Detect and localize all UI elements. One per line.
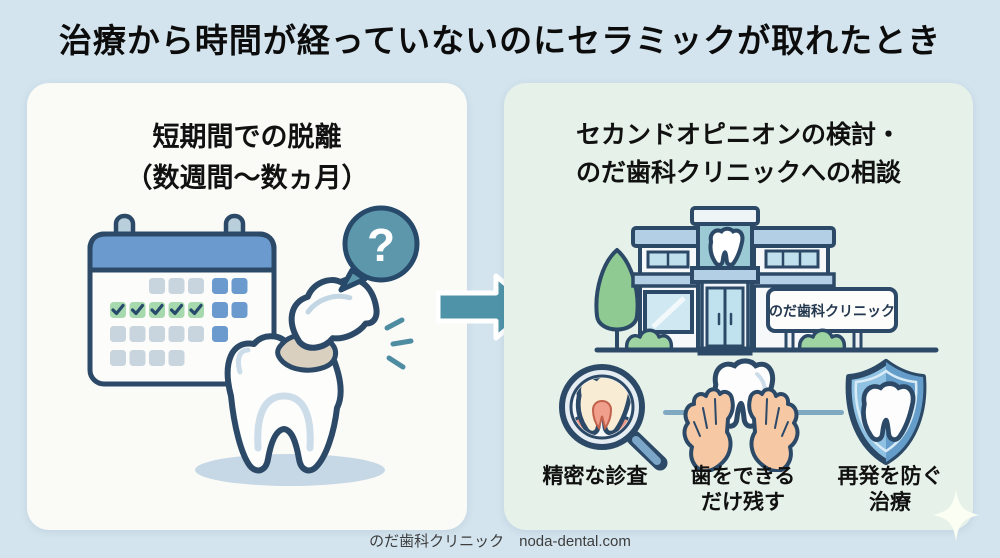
question-mark: ? <box>367 219 395 271</box>
left-hand <box>682 387 735 472</box>
check-marks <box>111 303 203 316</box>
shield-tooth-icon <box>845 359 927 465</box>
left-panel: 短期間での脱離 （数週間〜数ヵ月） <box>27 83 467 530</box>
connector-line <box>790 410 844 415</box>
calendar-icon <box>87 213 277 387</box>
right-heading-line2: のだ歯科クリニックへの相談 <box>575 158 901 187</box>
left-panel-heading: 短期間での脱離 （数週間〜数ヵ月） <box>27 117 467 198</box>
clinic-building-icon: のだ歯科クリニック <box>594 206 939 356</box>
falling-crown-icon <box>288 276 380 351</box>
footer: のだ歯科クリニック noda-dental.com <box>369 533 631 550</box>
window-icons <box>643 249 820 334</box>
right-hand <box>747 387 800 472</box>
tower-tooth-icon <box>710 229 742 265</box>
clinic-sign: のだ歯科クリニック <box>766 287 898 352</box>
hands-holding-tooth-icon <box>682 358 800 472</box>
magnifier-tooth-icon <box>559 364 668 471</box>
left-heading-line2: （数週間〜数ヵ月） <box>125 162 369 193</box>
clinic-sign-text: のだ歯科クリニック <box>769 303 895 319</box>
sparkle-icon <box>933 490 979 541</box>
tooth-shadow <box>195 454 385 486</box>
molar-tooth-icon <box>224 331 344 474</box>
tower <box>690 206 760 356</box>
left-heading-line1: 短期間での脱離 <box>152 122 342 152</box>
right-panel: セカンドオピニオンの検討・ のだ歯科クリニックへの相談 <box>504 83 973 530</box>
page-title: 治療から時間が経っていないのにセラミックが取れたとき <box>58 22 942 59</box>
motion-lines-icon <box>384 317 414 370</box>
feature-label-2: 歯をできる だけ残す <box>690 465 796 515</box>
feature-label-1: 精密な診査 <box>542 465 648 488</box>
calendar-tooth-illustration: ? <box>87 205 420 486</box>
question-bubble-icon: ? <box>338 205 420 293</box>
right-heading-line1: セカンドオピニオンの検討・ <box>575 121 901 149</box>
bush-icons <box>624 328 847 352</box>
right-panel-heading: セカンドオピニオンの検討・ のだ歯科クリニックへの相談 <box>504 117 973 192</box>
feature-label-3: 再発を防ぐ 治療 <box>837 465 943 515</box>
